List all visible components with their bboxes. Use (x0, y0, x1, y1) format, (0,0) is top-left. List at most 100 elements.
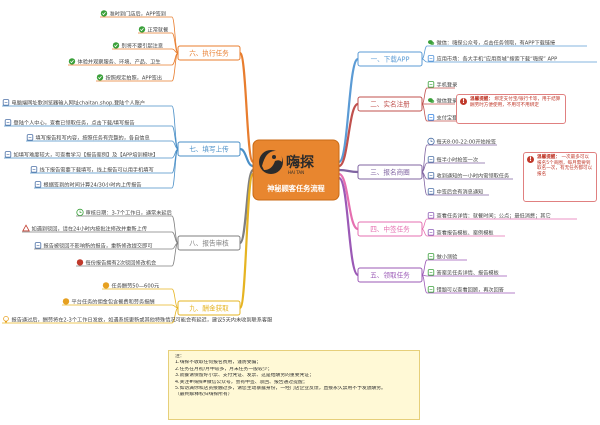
computer-icon (2, 99, 10, 106)
leaf-item[interactable]: 微信：嗨探公众号，点击任务领取，有APP下载链接 (428, 38, 555, 46)
leaf-item[interactable]: 填写报告和写内容，按照任务有完整的，各自信息 (26, 133, 150, 141)
leaf-item[interactable]: 平台任务的佣金包含餐费和劳务报酬 (62, 297, 155, 305)
leaf-item[interactable]: 每份报告拥有2次驳回修改机会 (76, 258, 156, 266)
branch-b9[interactable]: 九、酬金获取 (177, 300, 241, 316)
leaf-item[interactable]: 支付宝登录 (427, 113, 463, 121)
leaf-item[interactable]: 别将不要引起注意 (112, 41, 163, 49)
notes-line: 5.如访满你和店员接触过多，请您主动暴露身份，一经门店企业反馈，直接永久禁用不予… (175, 386, 386, 392)
wechat-icon (428, 98, 435, 103)
branch-connector (238, 168, 255, 245)
branch-box (177, 300, 241, 316)
leaf-text: 做小测验 (437, 252, 459, 260)
branch-connector (337, 172, 360, 231)
leaf-item[interactable]: 登陆个人中心，查看已领取任务，点击下载/填写报告 (4, 118, 135, 126)
leaf-item[interactable]: 报告被驳回不影响新的报告，重新修改提交即可 (34, 241, 152, 249)
branch-box (177, 45, 241, 61)
leaf-text: 中签后会有消息通知 (437, 187, 484, 195)
leaf-item[interactable]: 电脑端网址歌浏览器输入网址chaitan.shop,登陆个人账户 (2, 98, 145, 106)
logo-title: 嗨探 (286, 154, 314, 171)
leaf-connector (421, 87, 428, 105)
leaf-item[interactable]: 收到通知的一小时内需领取任务 (427, 171, 510, 179)
leaf-item[interactable]: 根据签到的时间计算24/30小时内上传报告 (34, 180, 142, 188)
leaf-item[interactable]: 错题可以查看回顾，再次回答 (427, 285, 505, 293)
leaf-text: 微信登录 (437, 96, 458, 104)
leaf-text: 登陆个人中心，查看已领取任务，点击下载/填写报告 (14, 118, 135, 126)
leaf-text: 根据签到的时间计算24/30小时内上传报告 (44, 180, 142, 188)
leaf-item[interactable]: 如填写难度较大，可查看学习【报告案例】及【APP培训模块】 (4, 150, 158, 158)
branch-b1[interactable]: 一、下载APP (357, 51, 423, 67)
leaf-text: 支付宝登录 (437, 113, 463, 121)
branch-b3[interactable]: 三、报名商圈 (357, 164, 423, 180)
branch-connector (238, 51, 255, 164)
leaf-item[interactable]: 如遇到驳回，请在24小时内按批注修改并重新上传 (22, 224, 148, 232)
leaf-connector (421, 171, 428, 196)
leaf-connector (421, 45, 428, 60)
leaf-connector (171, 307, 179, 324)
leaf-item[interactable]: 线下报告需要下载填写，线上报告可以用手机填写 (30, 165, 154, 173)
leaf-connector (171, 231, 179, 244)
branch-b2[interactable]: 二、实名注册 (357, 96, 423, 112)
leaf-text: 每半小时抢签一次 (437, 155, 479, 163)
leaf-connector (421, 274, 428, 294)
leaf-item[interactable]: 准时到门店后，APP签到 (100, 9, 166, 17)
leaf-text: 平台任务的佣金包含餐费和劳务报酬 (72, 297, 155, 305)
branch-b6[interactable]: 六、执行任务 (177, 45, 241, 61)
leaf-item[interactable]: 每半小时抢签一次 (427, 155, 479, 163)
document-icon (427, 229, 435, 236)
leaf-item[interactable]: 每天8:00-22:00开始抢签 (427, 137, 496, 145)
leaf-text: 正常就餐 (148, 25, 170, 33)
notes-line: 2.任务在月初/月中较多，月末任务一般较少； (175, 366, 273, 372)
leaf-text: 按照规定拍照，APP签出 (106, 73, 163, 81)
leaf-item[interactable]: 查看任务详情：就餐时间；公点；最低消费；其它 (427, 211, 551, 219)
alert-icon: ! (527, 156, 534, 163)
leaf-item[interactable]: 做小测验 (427, 252, 459, 260)
download-icon (30, 166, 38, 173)
branch-b8[interactable]: 八、报告审核 (177, 235, 241, 251)
notes-line: （最终解释权归嗨探所有） (175, 392, 233, 398)
money-icon (102, 282, 110, 289)
help-icon (4, 151, 12, 158)
leaf-item[interactable]: 答案见任务详情、报告模板 (427, 268, 500, 276)
leaf-item[interactable]: 报告通过后，酬劳将在2-3个工作日发放，如遇系统更新或其他特殊情况可能会有延迟，… (3, 315, 273, 323)
leaf-text: 收到通知的一小时内需领取任务 (437, 171, 510, 179)
chance-icon (76, 259, 84, 266)
leaf-item[interactable]: 审核日期：3-7个工作日，通常未延后 (76, 208, 172, 216)
leaf-item[interactable]: 中签后会有消息通知 (427, 187, 484, 195)
leaf-text: 查看报告模板、案例模板 (437, 228, 495, 236)
branch-b5[interactable]: 五、领取任务 (357, 267, 423, 283)
branch-box (357, 51, 423, 67)
leaf-connector (171, 288, 179, 309)
leaf-item[interactable]: 体验并观察服务、环境、产品、卫生 (68, 57, 161, 65)
leaf-item[interactable]: 查看报告模板、案例模板 (427, 228, 495, 236)
branch-label: 四、中签任务 (370, 224, 410, 233)
branch-label: 九、酬金获取 (189, 303, 229, 312)
branch-b4[interactable]: 四、中签任务 (357, 221, 423, 237)
branch-label: 八、报告审核 (189, 238, 229, 247)
leaf-text: 查看任务详情：就餐时间；公点；最低消费；其它 (437, 211, 551, 219)
eye-icon (427, 212, 435, 219)
leaf-item[interactable]: 任务酬劳50—600元 (102, 281, 159, 289)
leaf-item[interactable]: 按照规定拍照，APP签出 (96, 73, 163, 81)
leaf-text: 如遇到驳回，请在24小时内按批注修改并重新上传 (32, 224, 148, 232)
alipay-icon (427, 114, 435, 121)
leaf-connector (421, 218, 428, 230)
leaf-item[interactable]: 正常就餐 (138, 25, 170, 33)
leaf-connector (421, 58, 428, 63)
branch-label: 二、实名注册 (370, 99, 410, 108)
check-icon (68, 58, 76, 65)
leaf-item[interactable]: 微信登录 (428, 96, 457, 104)
leaf-item[interactable]: 应用市场：各大手机“应用商城”搜索下载“嗨探” APP (427, 54, 557, 62)
signup-tip-text: 一次最多可以报名5个商圈，每月需要到取名一次，有无任务都可以报名 (537, 155, 593, 177)
notes-line: 1.嗨探不收取任何报名费用，谨防受骗； (175, 360, 262, 366)
clock-icon (427, 137, 435, 145)
clipboard-icon (427, 269, 435, 276)
signup-tip-callout: ! 温馨提醒： 一次最多可以报名5个商圈，每月需要到取名一次，有无任务都可以报名 (523, 152, 597, 202)
leaf-item[interactable]: 手机登录 (427, 80, 457, 88)
leaf-connector (421, 228, 428, 237)
notes-box: 注： 1.嗨探不收取任何报名费用，谨防受骗； 2.任务在月初/月中较多，月末任务… (168, 350, 420, 420)
branch-b7[interactable]: 七、填写上传 (177, 141, 241, 157)
leaf-connector (171, 215, 179, 244)
phone-icon (427, 81, 435, 88)
center-node[interactable]: 嗨探 HAI TAN 神秘顾客任务流程 (252, 139, 340, 201)
review-icon (427, 286, 435, 293)
